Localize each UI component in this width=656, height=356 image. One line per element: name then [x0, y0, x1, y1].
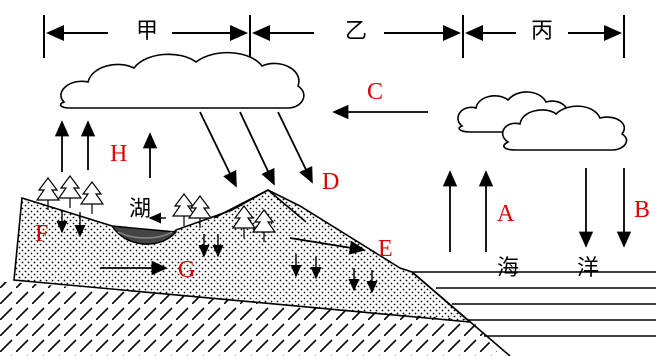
region-jia-label: 甲 — [136, 19, 159, 44]
label-D: D — [322, 169, 340, 195]
arrow-E-surface-runoff — [289, 237, 366, 255]
label-H: H — [110, 141, 128, 167]
label-B: B — [634, 197, 651, 223]
arrow-B-sea-precipitation — [578, 168, 632, 248]
trees — [35, 175, 277, 242]
region-divider-bar — [43, 15, 625, 58]
lake-surface — [117, 231, 173, 239]
coastal-slope — [411, 271, 511, 356]
sea-cloud-front — [502, 105, 628, 151]
label-G: G — [178, 257, 196, 283]
lake — [110, 225, 178, 245]
sea-surface — [412, 271, 656, 337]
arrow-H-evapotranspiration — [54, 120, 158, 178]
land-cloud — [59, 51, 305, 109]
ocean-label: 洋 — [577, 256, 600, 281]
region-bing-label: 丙 — [531, 19, 554, 44]
arrow-A-evaporation — [442, 170, 494, 252]
label-A: A — [497, 201, 515, 227]
label-C: C — [367, 79, 384, 105]
arrow-F-infiltration — [56, 210, 378, 294]
bedrock — [0, 282, 500, 356]
label-F: F — [35, 221, 49, 247]
region-yi-label: 乙 — [345, 19, 368, 44]
arrow-D-precipitation — [199, 111, 313, 188]
sea-label: 海 — [497, 256, 520, 281]
label-E: E — [378, 236, 393, 262]
lake-label: 湖 — [129, 197, 152, 222]
mountain-peak — [213, 189, 307, 223]
